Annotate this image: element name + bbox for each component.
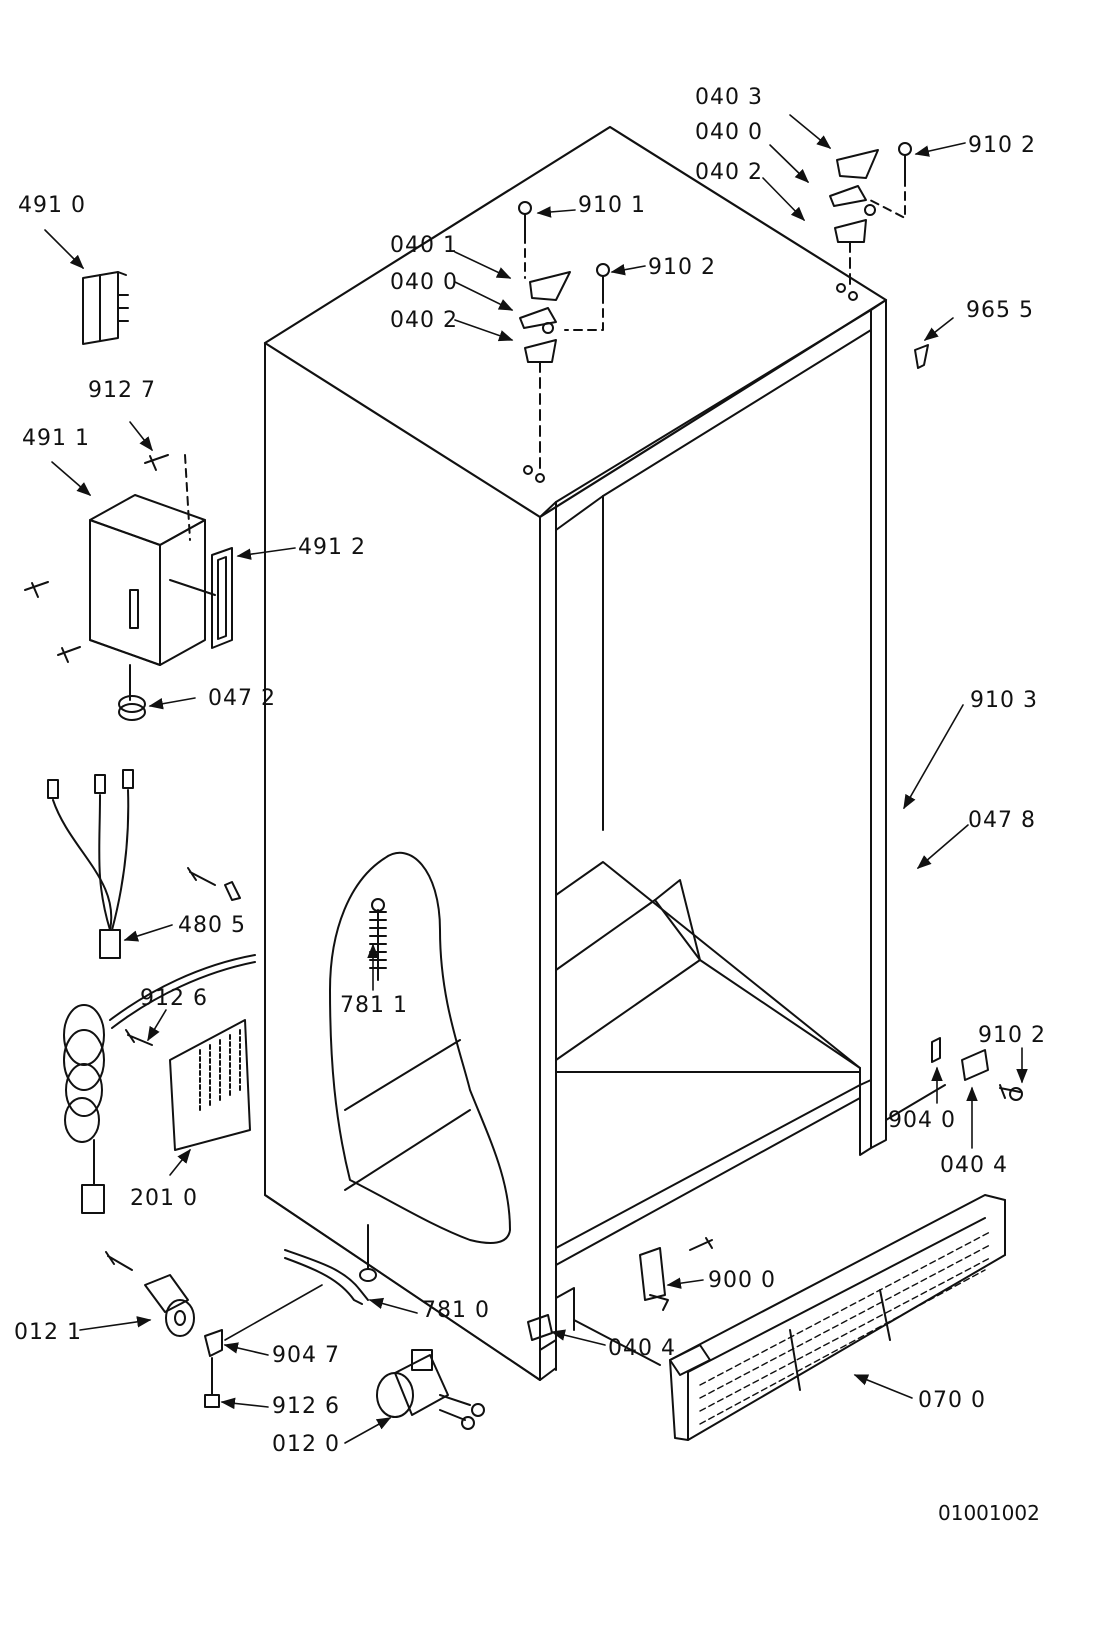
callout-040-0: 040 0 xyxy=(390,270,458,295)
callout-040-1: 040 1 xyxy=(390,233,458,258)
callout-491-1: 491 1 xyxy=(22,426,90,451)
bottom-hinge-part xyxy=(639,1237,713,1311)
callout-012-1: 012 1 xyxy=(14,1320,82,1345)
callout-910-3: 910 3 xyxy=(970,688,1038,713)
leader-arrows xyxy=(44,114,1028,1444)
power-cord-part xyxy=(63,954,256,1214)
cabinet-body xyxy=(263,125,946,1381)
top-hinge-right xyxy=(829,142,912,301)
callout-912-7: 912 7 xyxy=(88,378,156,403)
callout-904-0: 904 0 xyxy=(888,1108,956,1133)
roller-right-part xyxy=(376,1349,485,1430)
callout-047-8: 047 8 xyxy=(968,808,1036,833)
terminal-block-part xyxy=(82,271,129,345)
sidepanel-cutaway xyxy=(329,851,511,1244)
callout-480-5: 480 5 xyxy=(178,913,246,938)
callout-910-1: 910 1 xyxy=(578,193,646,218)
leveling-foot-right xyxy=(931,1037,1023,1101)
callout-781-1: 781 1 xyxy=(340,993,408,1018)
callout-910-2: 910 2 xyxy=(968,133,1036,158)
callout-012-0: 012 0 xyxy=(272,1432,340,1457)
callout-491-2: 491 2 xyxy=(298,535,366,560)
toe-grille-part xyxy=(669,1194,1006,1441)
callout-912-6: 912 6 xyxy=(272,1394,340,1419)
callout-912-6: 912 6 xyxy=(140,986,208,1011)
callout-040-3: 040 3 xyxy=(695,85,763,110)
callout-040-2: 040 2 xyxy=(390,308,458,333)
callout-491-0: 491 0 xyxy=(18,193,86,218)
control-box-part xyxy=(24,454,233,721)
callout-040-2: 040 2 xyxy=(695,160,763,185)
callout-900-0: 900 0 xyxy=(708,1268,776,1293)
wire-harness-part xyxy=(47,769,134,959)
drain-tube-part xyxy=(284,1224,377,1305)
callout-910-2: 910 2 xyxy=(978,1023,1046,1048)
clip-part xyxy=(914,344,929,369)
callout-965-5: 965 5 xyxy=(966,298,1034,323)
callout-904-7: 904 7 xyxy=(272,1343,340,1368)
callout-040-0: 040 0 xyxy=(695,120,763,145)
roller-left-part xyxy=(105,1251,223,1408)
callout-040-4: 040 4 xyxy=(608,1336,676,1361)
top-hinge-left xyxy=(518,201,610,483)
relay-bracket-part xyxy=(125,1019,251,1151)
callout-070-0: 070 0 xyxy=(918,1388,986,1413)
callout-047-2: 047 2 xyxy=(208,686,276,711)
drawing-number: 01001002 xyxy=(938,1501,1040,1525)
screw-and-clip xyxy=(187,867,241,901)
callout-781-0: 781 0 xyxy=(422,1298,490,1323)
callout-040-4: 040 4 xyxy=(940,1153,1008,1178)
callout-201-0: 201 0 xyxy=(130,1186,198,1211)
callout-910-2: 910 2 xyxy=(648,255,716,280)
